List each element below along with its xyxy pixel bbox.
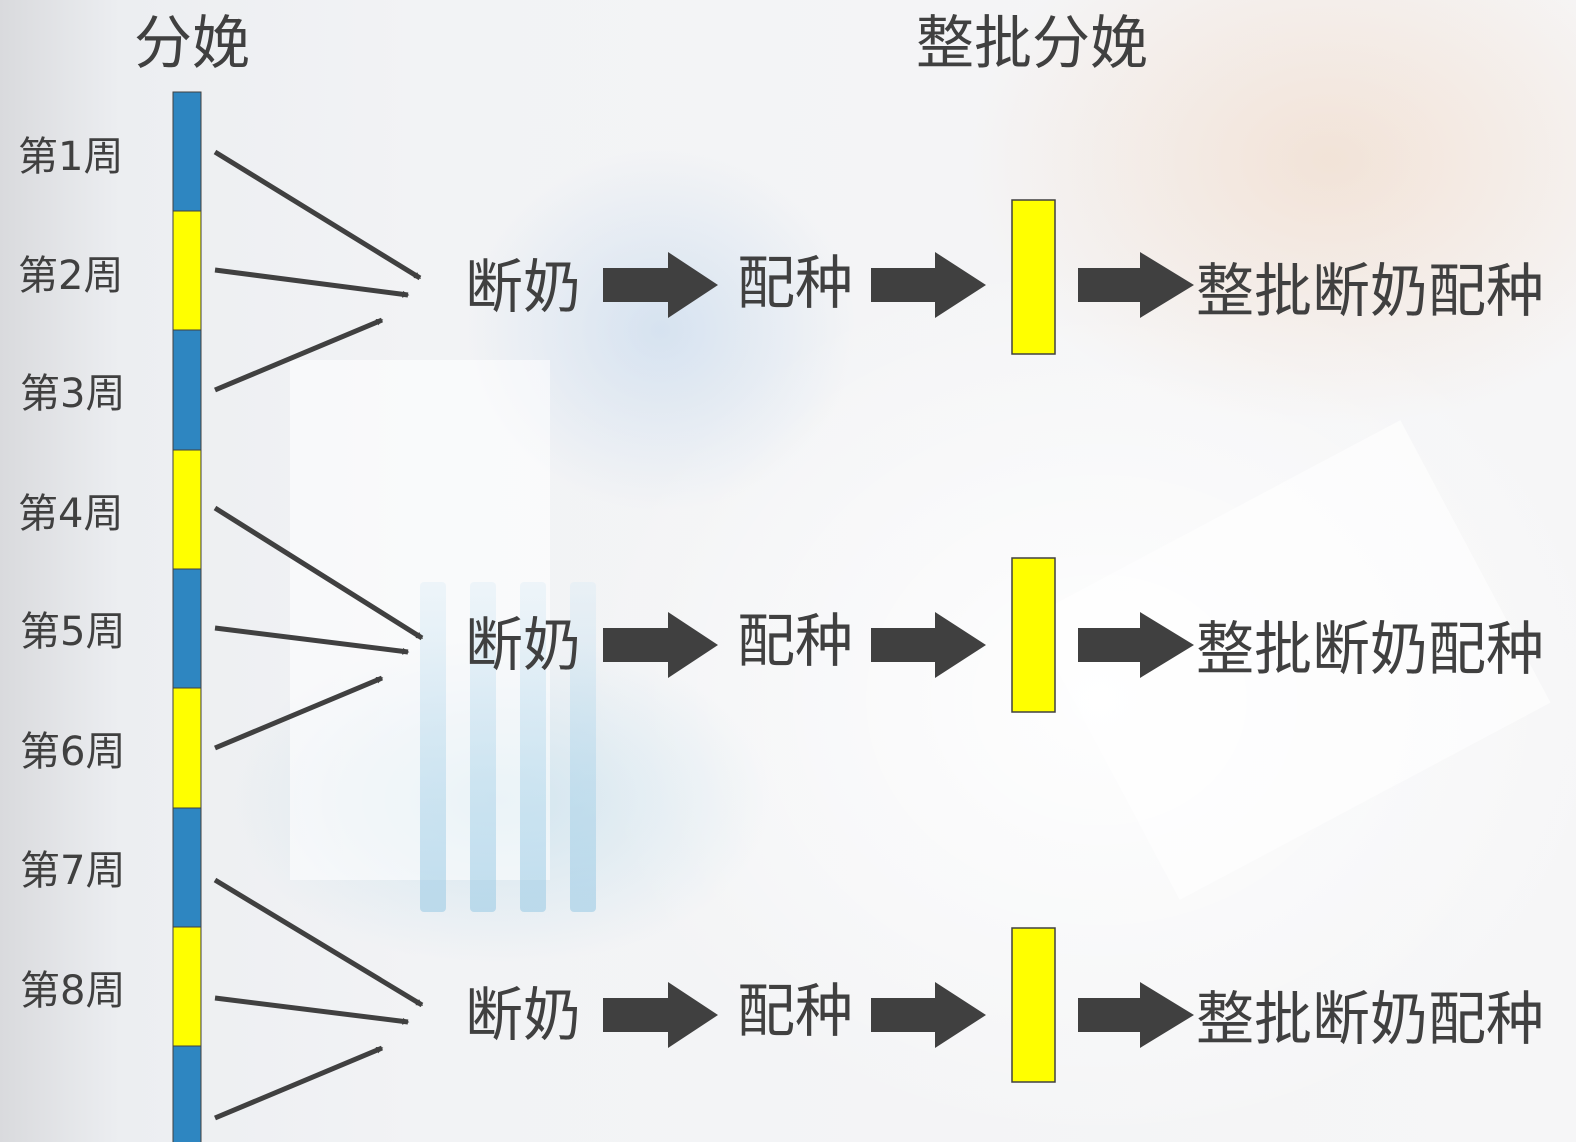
timeline-segment-2 bbox=[172, 210, 202, 331]
heading-batch-farrowing: 整批分娩 bbox=[916, 9, 1149, 77]
breeding-label-2: 配种 bbox=[737, 607, 854, 675]
block-arrow-g1-weaning-to-breeding bbox=[603, 252, 718, 318]
week-label-1: 第1周 bbox=[18, 134, 124, 180]
weaning-label-3: 断奶 bbox=[465, 981, 582, 1049]
converge-arrow-g1-c bbox=[214, 317, 384, 393]
converge-arrow-g1-a bbox=[213, 149, 422, 281]
timeline-segment-7 bbox=[172, 807, 202, 928]
heading-farrowing: 分娩 bbox=[134, 9, 251, 77]
converge-arrow-g2-a bbox=[213, 505, 424, 641]
timeline-segment-4 bbox=[172, 449, 202, 570]
block-arrow-g2-breeding-to-batch bbox=[871, 612, 986, 678]
week-label-2: 第2周 bbox=[18, 253, 124, 299]
week-label-8: 第8周 bbox=[20, 968, 126, 1014]
timeline-segment-9 bbox=[172, 1045, 202, 1142]
breeding-label-3: 配种 bbox=[737, 977, 854, 1045]
week-label-6: 第6周 bbox=[20, 729, 126, 775]
batch-weaning-breeding-label-3: 整批断奶配种 bbox=[1196, 985, 1545, 1053]
timeline-segment-1 bbox=[172, 91, 202, 212]
batch-weaning-breeding-label-2: 整批断奶配种 bbox=[1196, 615, 1545, 683]
block-arrow-g3-batch-to-result bbox=[1078, 982, 1194, 1048]
converge-arrow-g3-b bbox=[214, 995, 410, 1025]
timeline-segment-3 bbox=[172, 329, 202, 451]
converge-arrow-g2-b bbox=[214, 625, 410, 655]
converge-arrow-g2-c bbox=[214, 675, 384, 751]
week-label-7: 第7周 bbox=[20, 848, 126, 894]
block-arrow-g3-breeding-to-batch bbox=[871, 982, 986, 1048]
timeline-segment-5 bbox=[172, 568, 202, 689]
block-arrow-g1-breeding-to-batch bbox=[871, 252, 986, 318]
week-label-3: 第3周 bbox=[20, 371, 126, 417]
block-arrow-g1-batch-to-result bbox=[1078, 252, 1194, 318]
batch-marker-3 bbox=[1011, 927, 1056, 1083]
converge-arrow-g3-c bbox=[214, 1045, 384, 1121]
weaning-label-1: 断奶 bbox=[465, 253, 582, 321]
breeding-label-1: 配种 bbox=[737, 249, 854, 317]
block-arrow-g3-weaning-to-breeding bbox=[603, 982, 718, 1048]
timeline-segment-6 bbox=[172, 687, 202, 809]
batch-marker-1 bbox=[1011, 199, 1056, 355]
timeline-segment-8 bbox=[172, 926, 202, 1047]
batch-marker-2 bbox=[1011, 557, 1056, 713]
converge-arrow-g1-b bbox=[214, 267, 410, 298]
week-label-5: 第5周 bbox=[20, 609, 126, 655]
converge-arrow-g3-a bbox=[213, 877, 424, 1008]
week-timeline-bar bbox=[172, 91, 202, 1142]
week-label-4: 第4周 bbox=[18, 491, 124, 537]
batch-weaning-breeding-label-1: 整批断奶配种 bbox=[1196, 257, 1545, 325]
block-arrow-g2-weaning-to-breeding bbox=[603, 612, 718, 678]
block-arrow-g2-batch-to-result bbox=[1078, 612, 1194, 678]
weaning-label-2: 断奶 bbox=[465, 611, 582, 679]
